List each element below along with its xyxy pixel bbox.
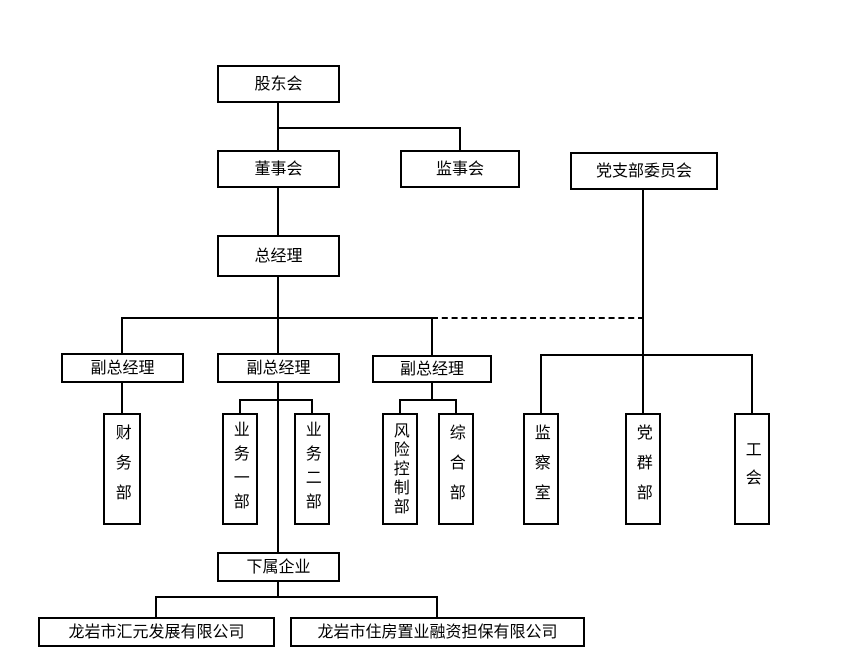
node-deputy-gm-3: 副总经理 [372,355,492,383]
node-label: 业务一部 [230,421,250,517]
connector [431,317,433,355]
connector [277,103,279,150]
connector [642,354,644,413]
node-general-manager: 总经理 [217,235,340,277]
node-label: 综合部 [446,424,466,514]
connector [399,399,401,413]
connector [121,317,123,353]
node-deputy-gm-1: 副总经理 [61,353,184,383]
connector [277,277,279,318]
connector [239,399,241,413]
node-label: 监事会 [435,159,484,179]
node-label: 副总经理 [399,359,464,379]
node-risk-control-dept: 风险控制部 [382,413,418,525]
connector [455,399,457,413]
node-label: 副总经理 [90,358,155,378]
dashed-connector [432,317,644,319]
node-finance-dept: 财务部 [103,413,141,525]
connector [399,399,457,401]
node-business-dept-2: 业务二部 [294,413,330,525]
node-label: 股东会 [254,74,303,94]
node-general-affairs-dept: 综合部 [438,413,474,525]
node-shareholders: 股东会 [217,65,340,103]
node-label: 党群部 [633,424,653,514]
node-company-huiyuan: 龙岩市汇元发展有限公司 [38,617,275,647]
node-party-branch: 党支部委员会 [570,152,718,190]
connector [277,188,279,235]
node-label: 总经理 [254,246,303,266]
node-supervision-office: 监察室 [523,413,559,525]
node-board: 董事会 [217,150,340,188]
node-label: 党支部委员会 [595,161,692,181]
connector [239,399,313,401]
connector [121,383,123,413]
connector [277,317,279,353]
node-company-housing-guarantee: 龙岩市住房置业融资担保有限公司 [290,617,585,647]
node-label: 风险控制部 [390,421,410,517]
connector [540,354,542,413]
connector [155,596,438,598]
connector [642,190,644,355]
node-label: 工会 [742,441,762,497]
node-business-dept-1: 业务一部 [222,413,258,525]
connector [277,582,279,597]
connector [277,383,279,552]
connector [540,354,753,356]
connector [431,383,433,400]
connector [751,354,753,413]
connector [436,596,438,617]
connector [311,399,313,413]
node-label: 财务部 [112,424,132,514]
node-party-masses-dept: 党群部 [625,413,661,525]
node-label: 下属企业 [246,557,311,577]
connector [459,127,461,150]
node-label: 董事会 [254,159,303,179]
node-label: 业务二部 [302,421,322,517]
connector [277,127,461,129]
connector [155,596,157,617]
node-supervisory: 监事会 [400,150,520,188]
node-label: 监察室 [531,424,551,514]
node-labor-union: 工会 [734,413,770,525]
node-label: 龙岩市汇元发展有限公司 [68,622,245,642]
node-deputy-gm-2: 副总经理 [217,353,340,383]
node-subsidiaries: 下属企业 [217,552,340,582]
node-label: 副总经理 [246,358,311,378]
node-label: 龙岩市住房置业融资担保有限公司 [317,622,558,642]
